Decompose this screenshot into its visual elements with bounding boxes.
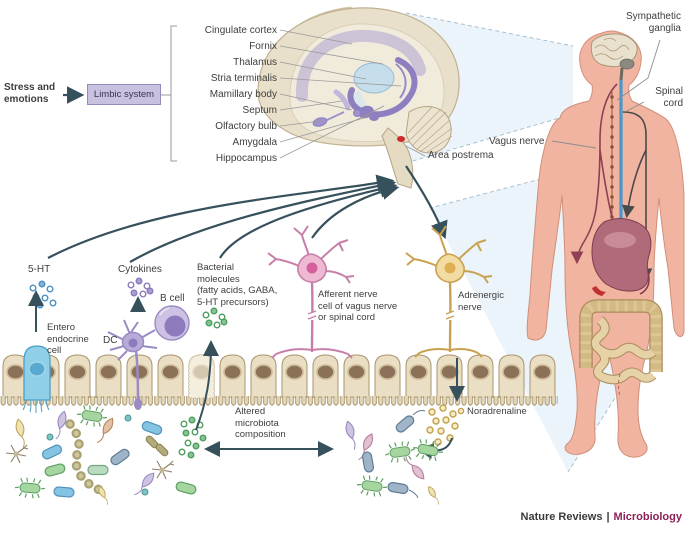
b-cell-label: B cell bbox=[160, 293, 185, 304]
enteroendocrine-cell bbox=[22, 345, 51, 413]
stress-emotions-label: Stress and emotions bbox=[4, 82, 56, 105]
area-postrema-spot bbox=[397, 136, 405, 142]
noradrenaline-dots bbox=[426, 404, 465, 446]
b-cell bbox=[154, 305, 190, 341]
microbiota bbox=[5, 402, 446, 507]
limbic-system-box: Limbic system bbox=[87, 84, 161, 105]
label-amygdala: Amygdala bbox=[232, 137, 277, 148]
cytokines-label: Cytokines bbox=[118, 264, 162, 275]
label-mamillary-body: Mamillary body bbox=[209, 89, 277, 100]
sympathetic-ganglia-label: Sympathetic ganglia bbox=[625, 11, 681, 34]
area-postrema-label: Area postrema bbox=[428, 150, 494, 161]
human-body bbox=[526, 30, 685, 458]
body-brain bbox=[590, 33, 638, 81]
noradrenaline-label: Noradrenaline bbox=[467, 406, 527, 417]
label-cingulate-cortex: Cingulate cortex bbox=[204, 25, 277, 36]
adrenergic-nerve-label: Adrenergic nerve bbox=[458, 290, 504, 313]
altered-microbiota-label: Altered microbiota composition bbox=[235, 406, 286, 440]
serotonin-label: 5-HT bbox=[28, 264, 51, 275]
body-vagus-nerve bbox=[570, 83, 618, 265]
body-intestines bbox=[579, 299, 663, 397]
body-leader-lines bbox=[551, 39, 661, 149]
journal-footer: Nature Reviews|Microbiology bbox=[521, 511, 682, 523]
signal-arrows bbox=[47, 165, 448, 263]
brain-leader-lines bbox=[279, 29, 426, 159]
bacterial-molecules-label: Bacterial molecules (fatty acids, GABA, … bbox=[197, 262, 278, 308]
enteroendocrine-label: Entero endocrine cell bbox=[47, 322, 89, 356]
label-stria-terminalis: Stria terminalis bbox=[210, 73, 277, 84]
label-olfactory-bulb: Olfactory bulb bbox=[215, 121, 277, 132]
afferent-neuron bbox=[267, 225, 355, 353]
footer-separator: | bbox=[606, 511, 610, 523]
brain-illustration bbox=[63, 6, 460, 189]
spinal-cord-label: Spinal cord bbox=[655, 86, 683, 109]
afferent-nerve-label: Afferent nerve cell of vagus nerve or sp… bbox=[318, 289, 398, 323]
serotonin-dots bbox=[29, 280, 57, 309]
cytokine-dots bbox=[127, 277, 154, 298]
bacterial-molecule-dots-lumen bbox=[178, 416, 207, 459]
body-stomach bbox=[591, 218, 652, 296]
label-hippocampus: Hippocampus bbox=[215, 153, 277, 164]
journal-name: Nature Reviews bbox=[520, 511, 603, 523]
body-efferent-path bbox=[622, 111, 653, 282]
label-fornix: Fornix bbox=[249, 41, 277, 52]
dendritic-cell-label: DC bbox=[103, 335, 118, 346]
label-thalamus: Thalamus bbox=[233, 57, 277, 68]
journal-section: Microbiology bbox=[613, 511, 682, 523]
bacterial-molecule-dots bbox=[202, 307, 228, 329]
dendritic-cell bbox=[107, 319, 158, 410]
vagus-nerve-label: Vagus nerve bbox=[489, 136, 545, 147]
adrenergic-neuron bbox=[405, 225, 493, 353]
label-septum: Septum bbox=[242, 105, 277, 116]
